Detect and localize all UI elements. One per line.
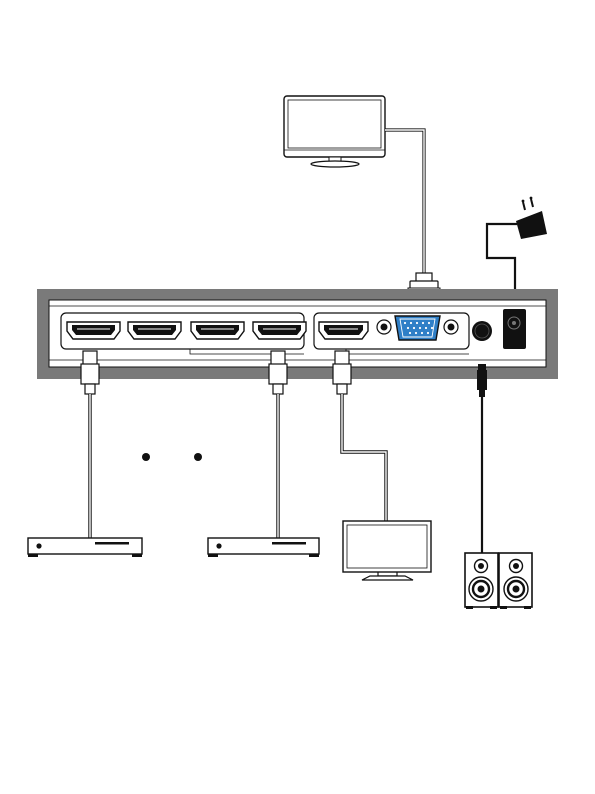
media-player-2	[208, 538, 319, 557]
audio-out-jack	[472, 321, 492, 341]
hdmi-input-port-4	[253, 322, 306, 339]
hdmi-cable-source-2	[269, 351, 287, 540]
hdmi-input-port-3	[191, 322, 244, 339]
media-player-1	[28, 538, 142, 557]
vga-monitor-stand	[311, 161, 359, 167]
ellipsis-dot-2	[194, 453, 202, 461]
hdmi-cable-source-1	[81, 351, 99, 540]
hdmi-tv	[343, 521, 431, 580]
power-cable	[487, 224, 517, 295]
audio-cable	[477, 364, 487, 553]
dc-power-jack	[503, 309, 526, 349]
speaker-left	[465, 553, 498, 609]
hdmi-output-port	[319, 322, 368, 339]
vga-monitor	[284, 96, 385, 167]
hdmi-input-port-1	[67, 322, 120, 339]
ellipsis-dot-1	[142, 453, 150, 461]
vga-cable	[385, 130, 424, 274]
ellipsis-dots	[142, 453, 202, 461]
speaker-right	[499, 553, 532, 609]
hdmi-input-port-2	[128, 322, 181, 339]
